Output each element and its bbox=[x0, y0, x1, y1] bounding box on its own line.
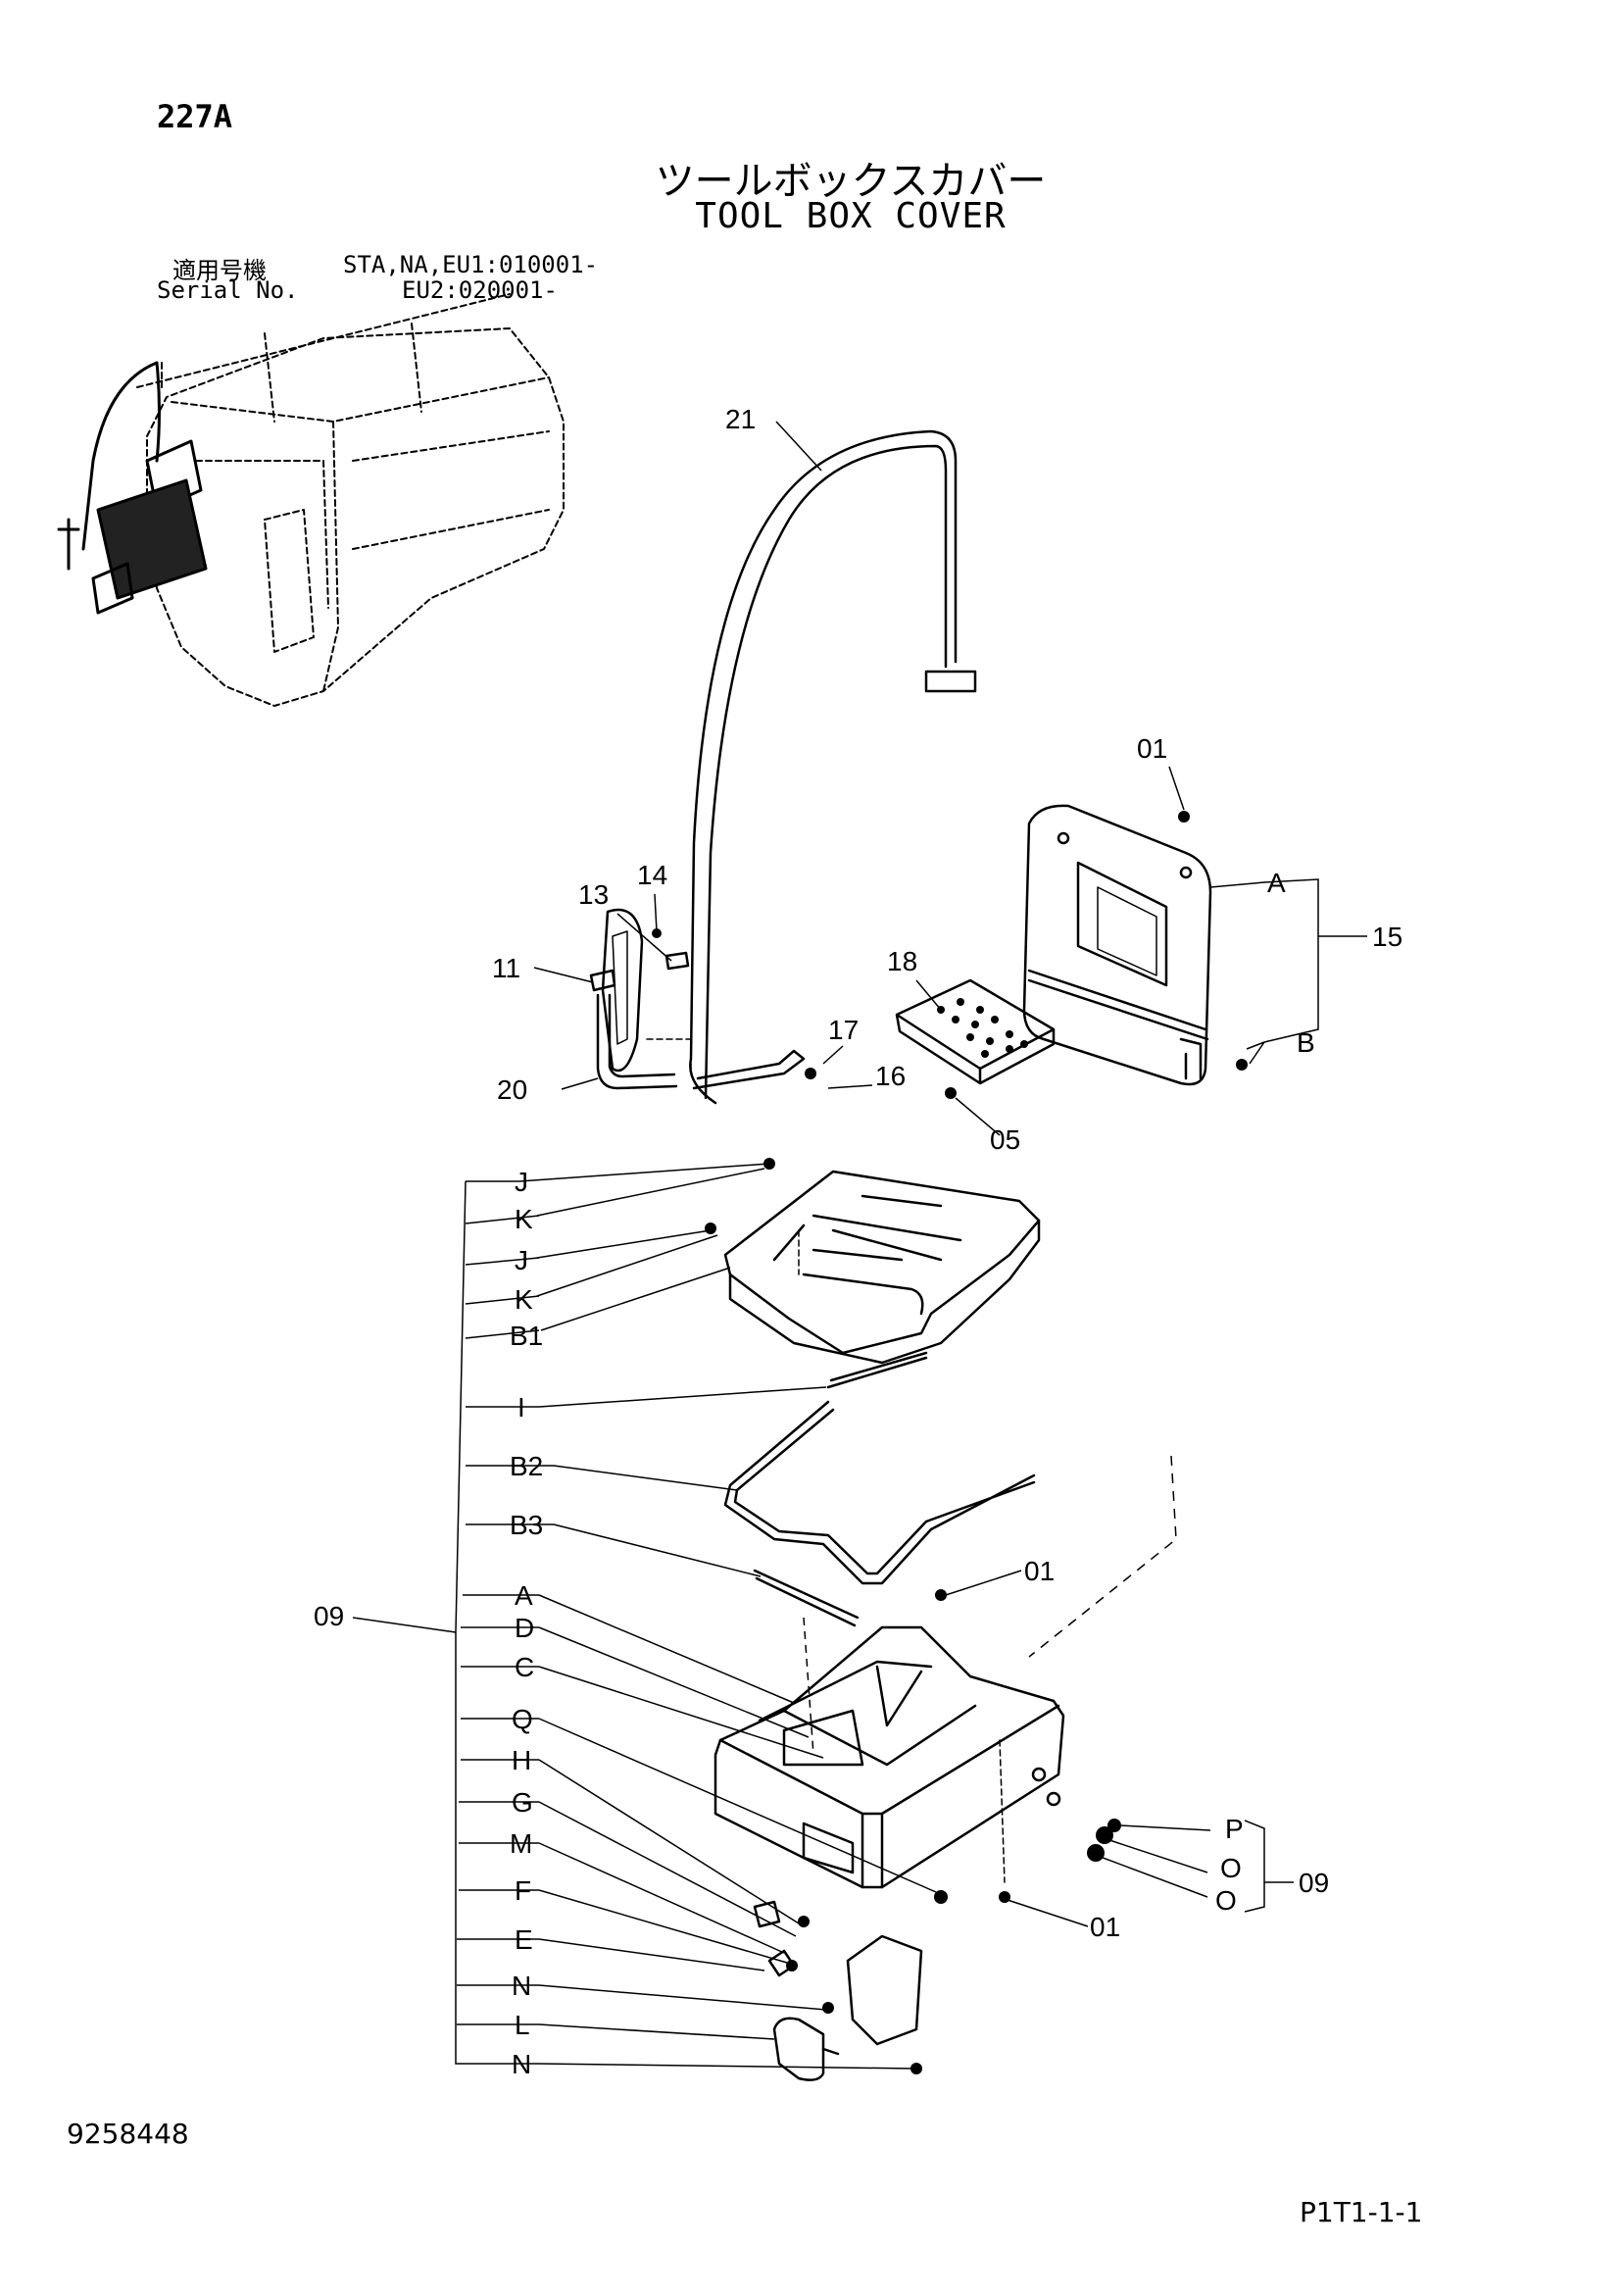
callout-J-2: J bbox=[515, 1245, 528, 1275]
lid-part-B1 bbox=[723, 1170, 1041, 1355]
excavator-reference-icon bbox=[136, 293, 565, 707]
bracket-part-Q bbox=[846, 1934, 923, 2046]
callout-N-1: N bbox=[512, 1971, 531, 2001]
callout-21: 21 bbox=[725, 404, 756, 434]
serial-label-jp: 適用号機 bbox=[172, 257, 267, 284]
callout-01-bottom: 01 bbox=[1090, 1912, 1120, 1942]
callout-16: 16 bbox=[875, 1061, 906, 1091]
callout-I: I bbox=[517, 1392, 525, 1423]
callout-09-right: 09 bbox=[1299, 1868, 1329, 1898]
callout-P: P bbox=[1225, 1814, 1244, 1844]
callout-14: 14 bbox=[637, 860, 667, 890]
callout-G: G bbox=[512, 1787, 533, 1818]
callout-C: C bbox=[515, 1652, 534, 1682]
callout-L: L bbox=[515, 2010, 530, 2040]
callout-B2: B2 bbox=[510, 1451, 543, 1481]
toolbox-highlight-icon bbox=[57, 361, 208, 615]
callout-09-left: 09 bbox=[314, 1601, 344, 1631]
callout-F: F bbox=[515, 1875, 531, 1906]
callout-11: 11 bbox=[492, 953, 520, 983]
serial-label-en: Serial No. bbox=[157, 276, 299, 304]
mirror-part-11 bbox=[601, 908, 644, 1073]
callout-E: E bbox=[515, 1924, 533, 1955]
callout-01-mid: 01 bbox=[1024, 1556, 1055, 1586]
callout-15: 15 bbox=[1372, 922, 1402, 952]
page-code: P1T1-1-1 bbox=[1300, 2196, 1423, 2228]
callout-A-top: A bbox=[1267, 868, 1286, 898]
callout-A-lower: A bbox=[515, 1580, 533, 1611]
callout-01-top: 01 bbox=[1137, 733, 1167, 764]
side-cover-part-15 bbox=[1022, 804, 1212, 1086]
callout-05: 05 bbox=[990, 1124, 1020, 1155]
lamp-part-L bbox=[772, 2017, 825, 2081]
callout-K-1: K bbox=[515, 1204, 533, 1234]
handrail-part-21 bbox=[689, 429, 958, 1105]
callout-D: D bbox=[515, 1613, 534, 1643]
callout-N-2: N bbox=[512, 2049, 531, 2079]
callout-J-1: J bbox=[515, 1167, 528, 1197]
title-english: TOOL BOX COVER bbox=[695, 196, 1007, 236]
callout-B1: B1 bbox=[510, 1321, 543, 1351]
callout-H: H bbox=[512, 1745, 531, 1775]
title-japanese: ツールボックスカバー bbox=[655, 159, 1047, 204]
toolbox-body-part-09 bbox=[713, 1625, 1065, 1889]
callout-M: M bbox=[510, 1828, 532, 1859]
callout-K-2: K bbox=[515, 1284, 533, 1315]
seal-part-B2 bbox=[723, 1400, 1036, 1585]
page-number: 227A bbox=[157, 98, 233, 135]
callout-B3: B3 bbox=[510, 1510, 543, 1540]
callout-18: 18 bbox=[887, 946, 917, 976]
gas-spring-part-I bbox=[826, 1351, 928, 1389]
callout-B: B bbox=[1297, 1027, 1315, 1058]
callout-20: 20 bbox=[497, 1074, 527, 1105]
seal-part-B3 bbox=[753, 1569, 860, 1627]
serial-range-2: EU2:020001- bbox=[402, 276, 558, 304]
callout-O-1: O bbox=[1220, 1853, 1242, 1883]
document-number: 9258448 bbox=[67, 2118, 189, 2150]
callout-Q: Q bbox=[512, 1704, 533, 1734]
callout-17: 17 bbox=[828, 1015, 859, 1045]
serial-range-1: STA,NA,EU1:010001- bbox=[343, 251, 599, 278]
callout-13: 13 bbox=[578, 879, 609, 910]
callout-O-2: O bbox=[1215, 1885, 1237, 1916]
mat-part-18 bbox=[895, 978, 1056, 1085]
